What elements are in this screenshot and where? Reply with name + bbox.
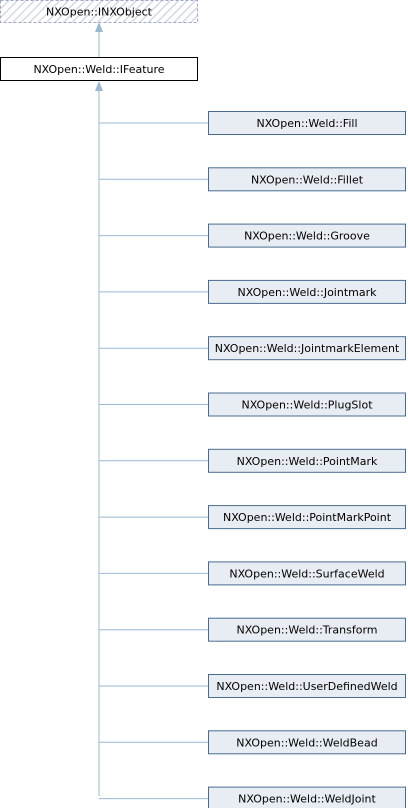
derived-class-box <box>208 223 406 248</box>
derived-class-label: NXOpen::Weld::SurfaceWeld <box>229 567 384 580</box>
derived-class-label: NXOpen::Weld::PointMark <box>237 455 378 468</box>
feature-class-node[interactable]: NXOpen::Weld::IFeature <box>0 57 198 81</box>
derived-class-node[interactable]: NXOpen::Weld::Fill <box>208 111 406 135</box>
derived-class-node[interactable]: NXOpen::Weld::WeldBead <box>208 730 406 755</box>
derived-class-list: NXOpen::Weld::FillNXOpen::Weld::FilletNX… <box>208 111 406 808</box>
derived-class-label: NXOpen::Weld::WeldBead <box>236 736 377 749</box>
derived-class-box <box>208 561 406 586</box>
derived-class-box <box>208 617 406 642</box>
derived-class-node[interactable]: NXOpen::Weld::PlugSlot <box>208 392 406 417</box>
derived-class-label: NXOpen::Weld::PlugSlot <box>241 399 373 412</box>
derived-class-box <box>208 279 406 304</box>
feature-class-label: NXOpen::Weld::IFeature <box>33 63 164 76</box>
derived-class-node[interactable]: NXOpen::Weld::Jointmark <box>208 279 406 304</box>
derived-class-label: NXOpen::Weld::Groove <box>244 230 370 243</box>
derived-class-box <box>208 448 406 473</box>
derived-class-label: NXOpen::Weld::PointMarkPoint <box>223 511 392 524</box>
derived-class-box <box>208 786 406 808</box>
derived-class-box <box>208 167 406 192</box>
derived-class-node[interactable]: NXOpen::Weld::PointMarkPoint <box>208 505 406 530</box>
derived-class-label: NXOpen::Weld::Jointmark <box>238 286 378 299</box>
derived-class-node[interactable]: NXOpen::Weld::JointmarkElement <box>208 336 406 361</box>
derived-class-box <box>208 392 406 417</box>
derived-class-node[interactable]: NXOpen::Weld::Groove <box>208 223 406 248</box>
derived-class-node[interactable]: NXOpen::Weld::WeldJoint <box>208 786 406 808</box>
base-class-label: NXOpen::INXObject <box>46 6 153 19</box>
derived-class-node[interactable]: NXOpen::Weld::Fillet <box>208 167 406 192</box>
derived-class-label: NXOpen::Weld::Fill <box>257 117 358 130</box>
derived-class-box <box>208 505 406 530</box>
base-class-node[interactable]: NXOpen::INXObject <box>0 0 198 23</box>
derived-class-label: NXOpen::Weld::JointmarkElement <box>215 342 400 355</box>
derived-class-box <box>208 111 406 135</box>
derived-class-box <box>208 730 406 755</box>
derived-class-label: NXOpen::Weld::UserDefinedWeld <box>216 680 397 693</box>
inheritance-connector-base <box>95 22 103 57</box>
inheritance-trunk <box>95 81 209 800</box>
derived-class-node[interactable]: NXOpen::Weld::UserDefinedWeld <box>208 674 406 698</box>
derived-class-box <box>208 336 406 361</box>
derived-class-label: NXOpen::Weld::Fillet <box>251 173 364 186</box>
derived-class-node[interactable]: NXOpen::Weld::SurfaceWeld <box>208 561 406 586</box>
derived-class-label: NXOpen::Weld::WeldJoint <box>238 793 376 806</box>
derived-class-node[interactable]: NXOpen::Weld::Transform <box>208 617 406 642</box>
derived-class-box <box>208 674 406 698</box>
derived-class-label: NXOpen::Weld::Transform <box>236 624 377 637</box>
derived-class-node[interactable]: NXOpen::Weld::PointMark <box>208 448 406 473</box>
